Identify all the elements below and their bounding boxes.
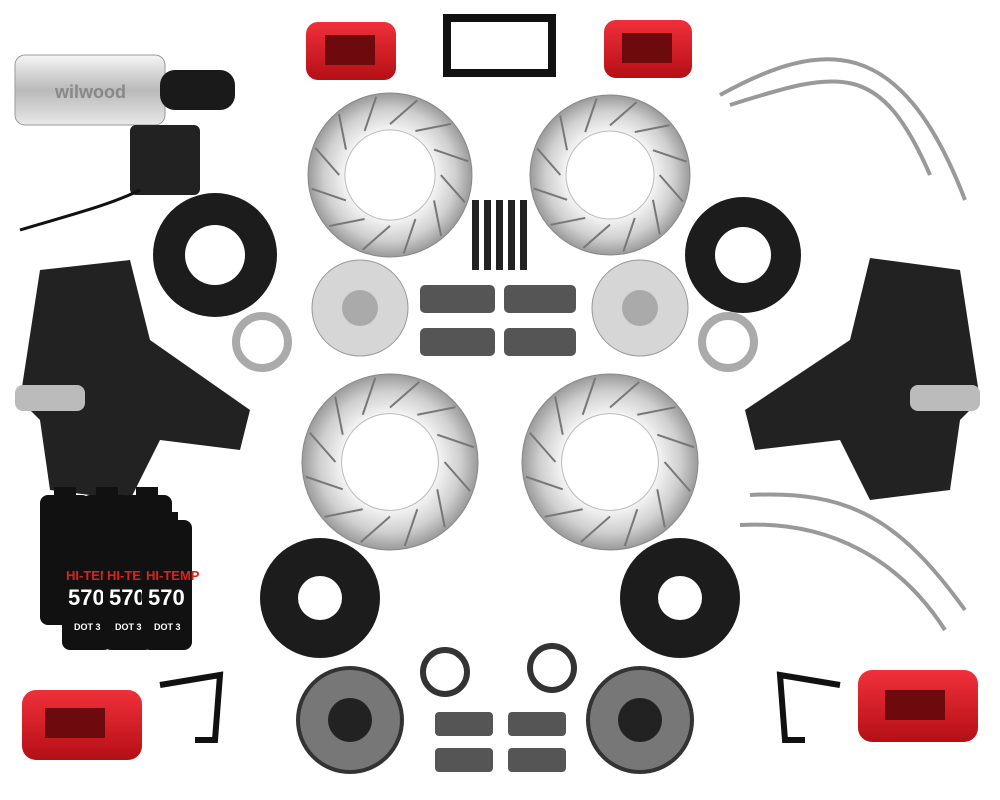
fluid-grade: 570 xyxy=(68,585,105,610)
hub-right xyxy=(591,259,689,357)
caliper-bottom-right xyxy=(858,670,978,742)
bracket-top-center xyxy=(443,14,556,77)
rotor-hat-left xyxy=(153,193,277,317)
parking-brake-left xyxy=(296,666,404,774)
caliper-brackets xyxy=(159,671,841,743)
rotor-hat-right xyxy=(685,197,801,313)
parking-drum-left xyxy=(260,538,380,658)
master-cylinder: wilwood xyxy=(14,54,235,232)
fluid-badge: DOT 3 xyxy=(74,622,101,632)
parking-brake-right xyxy=(586,666,694,774)
abs-ring-right xyxy=(698,312,758,372)
brake-lines-rear xyxy=(739,492,967,632)
fluid-grade: 570 xyxy=(109,585,146,610)
rotor-rear-left xyxy=(301,373,479,551)
spindle-left xyxy=(15,260,250,500)
fluid-badge: DOT 3 xyxy=(115,622,142,632)
caliper-top-right xyxy=(604,20,692,78)
hub-left xyxy=(311,259,409,357)
gaskets xyxy=(420,643,577,697)
caliper-top-left xyxy=(306,22,396,80)
rotor-front-left xyxy=(307,92,473,258)
fluid-grade: 570 xyxy=(148,585,185,610)
brake-lines-front xyxy=(719,57,967,201)
brake-pads-rear xyxy=(435,712,566,772)
fluid-label: HI-TEMP xyxy=(146,568,200,583)
rotor-rear-right xyxy=(521,373,699,551)
brake-pads-front xyxy=(420,285,576,356)
fluid-badge: DOT 3 xyxy=(154,622,181,632)
spindle-right xyxy=(745,258,980,500)
caliper-bottom-left xyxy=(22,690,142,760)
abs-ring-left xyxy=(232,312,292,372)
studs xyxy=(472,200,527,270)
rotor-front-right xyxy=(529,94,691,256)
parking-drum-right xyxy=(620,538,740,658)
brand-logo: wilwood xyxy=(54,82,126,102)
